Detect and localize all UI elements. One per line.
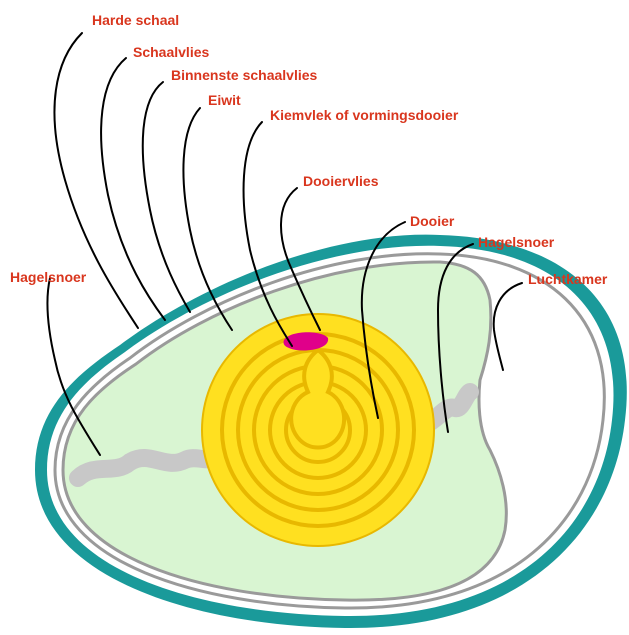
label-dooier: Dooier — [410, 213, 455, 229]
label-eiwit: Eiwit — [208, 92, 241, 108]
label-schaalvlies: Schaalvlies — [133, 44, 209, 60]
label-hagelsnoer-right: Hagelsnoer — [478, 234, 555, 250]
leader-binnenste-schaalvlies — [143, 82, 190, 312]
label-harde-schaal: Harde schaal — [92, 12, 179, 28]
label-dooiervlies: Dooiervlies — [303, 173, 379, 189]
label-binnenste-schaalvlies: Binnenste schaalvlies — [171, 67, 318, 83]
label-luchtkamer: Luchtkamer — [528, 271, 608, 287]
label-kiemvlek: Kiemvlek of vormingsdooier — [270, 107, 459, 123]
leader-schaalvlies — [101, 58, 165, 320]
label-hagelsnoer-left: Hagelsnoer — [10, 269, 87, 285]
